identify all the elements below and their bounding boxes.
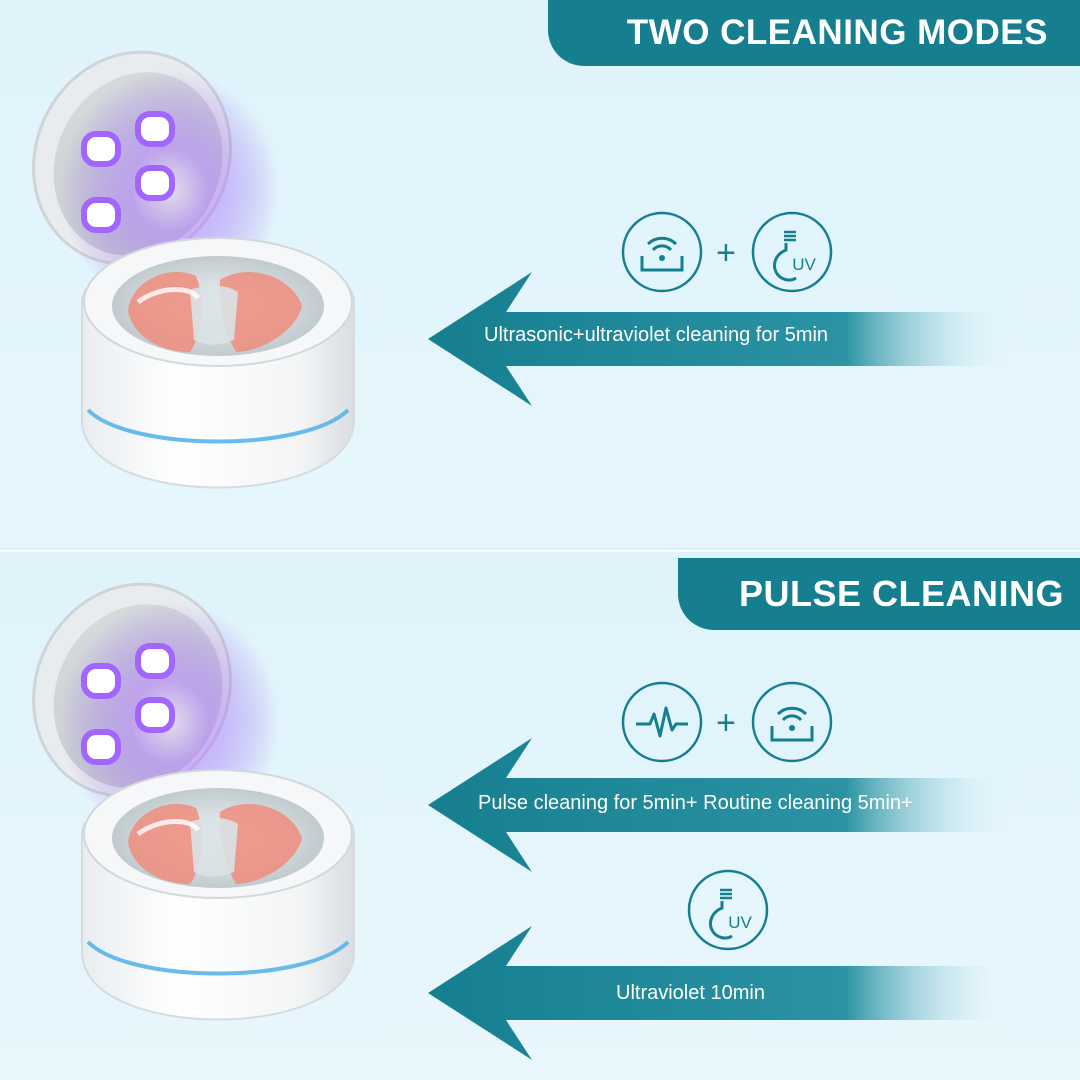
mode-description: Pulse cleaning for 5min+ Routine cleanin… [478, 792, 913, 814]
ultrasonic-wave-icon [621, 211, 703, 293]
pulse-wave-icon [621, 681, 703, 763]
ultrasonic-wave-icon [751, 681, 833, 763]
section-two-cleaning-modes: TWO CLEANING MODES + [0, 0, 1080, 548]
plus-sign: + [716, 704, 736, 742]
uv-icon-label: UV [728, 913, 752, 932]
uv-bulb-icon: UV [687, 869, 769, 951]
section-divider [0, 548, 1080, 553]
plus-sign: + [716, 234, 736, 272]
uv-icon-label: UV [792, 255, 816, 274]
mode-arrow [428, 272, 1008, 406]
denture-cleaner-device-image [32, 582, 355, 1021]
mode-arrow [428, 738, 1008, 872]
section-pulse-cleaning: PULSE CLEANING + P [0, 552, 1080, 1080]
mode-description: Ultrasonic+ultraviolet cleaning for 5min [484, 324, 829, 346]
section-title: PULSE CLEANING [738, 573, 1064, 614]
mode-description: Ultraviolet 10min [616, 982, 765, 1004]
section-title-tab: TWO CLEANING MODES [548, 0, 1080, 66]
section-title-tab: PULSE CLEANING [678, 558, 1080, 630]
mode-arrow [428, 926, 1008, 1060]
uv-bulb-icon: UV [751, 211, 833, 293]
section-title: TWO CLEANING MODES [626, 13, 1048, 52]
denture-cleaner-device-image [32, 50, 355, 489]
